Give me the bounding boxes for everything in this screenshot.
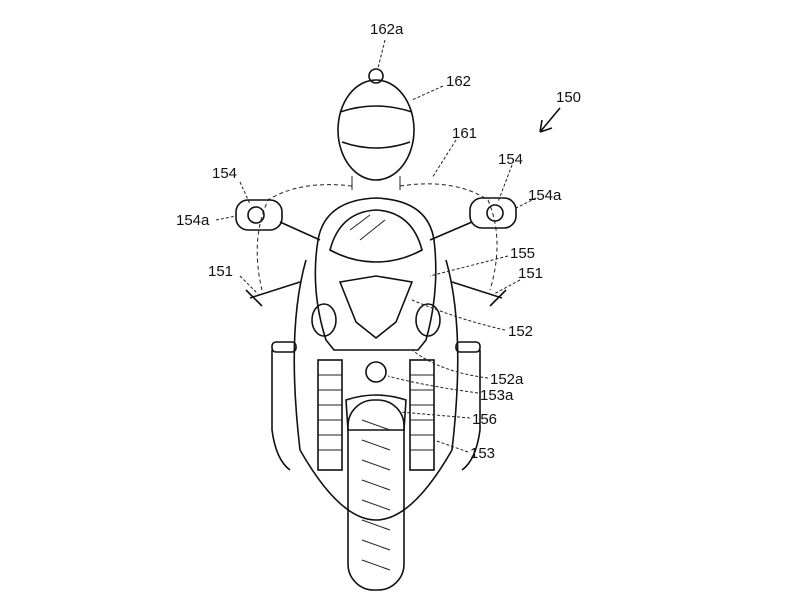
label-153: 153 bbox=[470, 445, 495, 462]
label-152: 152 bbox=[508, 323, 533, 340]
label-152a: 152a bbox=[490, 371, 524, 388]
handle-left bbox=[245, 281, 301, 307]
reference-arrow-icon bbox=[539, 107, 561, 133]
head-marker-icon bbox=[368, 68, 384, 84]
fairing bbox=[293, 197, 459, 521]
front-wheel bbox=[347, 399, 405, 591]
radiator bbox=[317, 359, 435, 471]
label-151-left: 151 bbox=[208, 263, 233, 280]
label-155: 155 bbox=[510, 245, 535, 262]
handle-right bbox=[451, 281, 507, 307]
label-154-right: 154 bbox=[498, 151, 523, 168]
mirror-left bbox=[235, 199, 321, 241]
label-151-right: 151 bbox=[518, 265, 543, 282]
label-153a: 153a bbox=[480, 387, 514, 404]
label-154a-left: 154a bbox=[176, 212, 210, 229]
fork-lower bbox=[271, 350, 481, 471]
mirror-right bbox=[429, 197, 517, 241]
label-156: 156 bbox=[472, 411, 497, 428]
label-154-left: 154 bbox=[212, 165, 237, 182]
label-150: 150 bbox=[556, 89, 581, 106]
rider-right-arm bbox=[399, 183, 498, 291]
turn-signal-left bbox=[271, 341, 297, 353]
label-162a: 162a bbox=[370, 21, 404, 38]
label-162: 162 bbox=[446, 73, 471, 90]
label-161: 161 bbox=[452, 125, 477, 142]
label-154a-right: 154a bbox=[528, 187, 562, 204]
helmet bbox=[337, 68, 415, 190]
turn-signal-right bbox=[455, 341, 481, 353]
